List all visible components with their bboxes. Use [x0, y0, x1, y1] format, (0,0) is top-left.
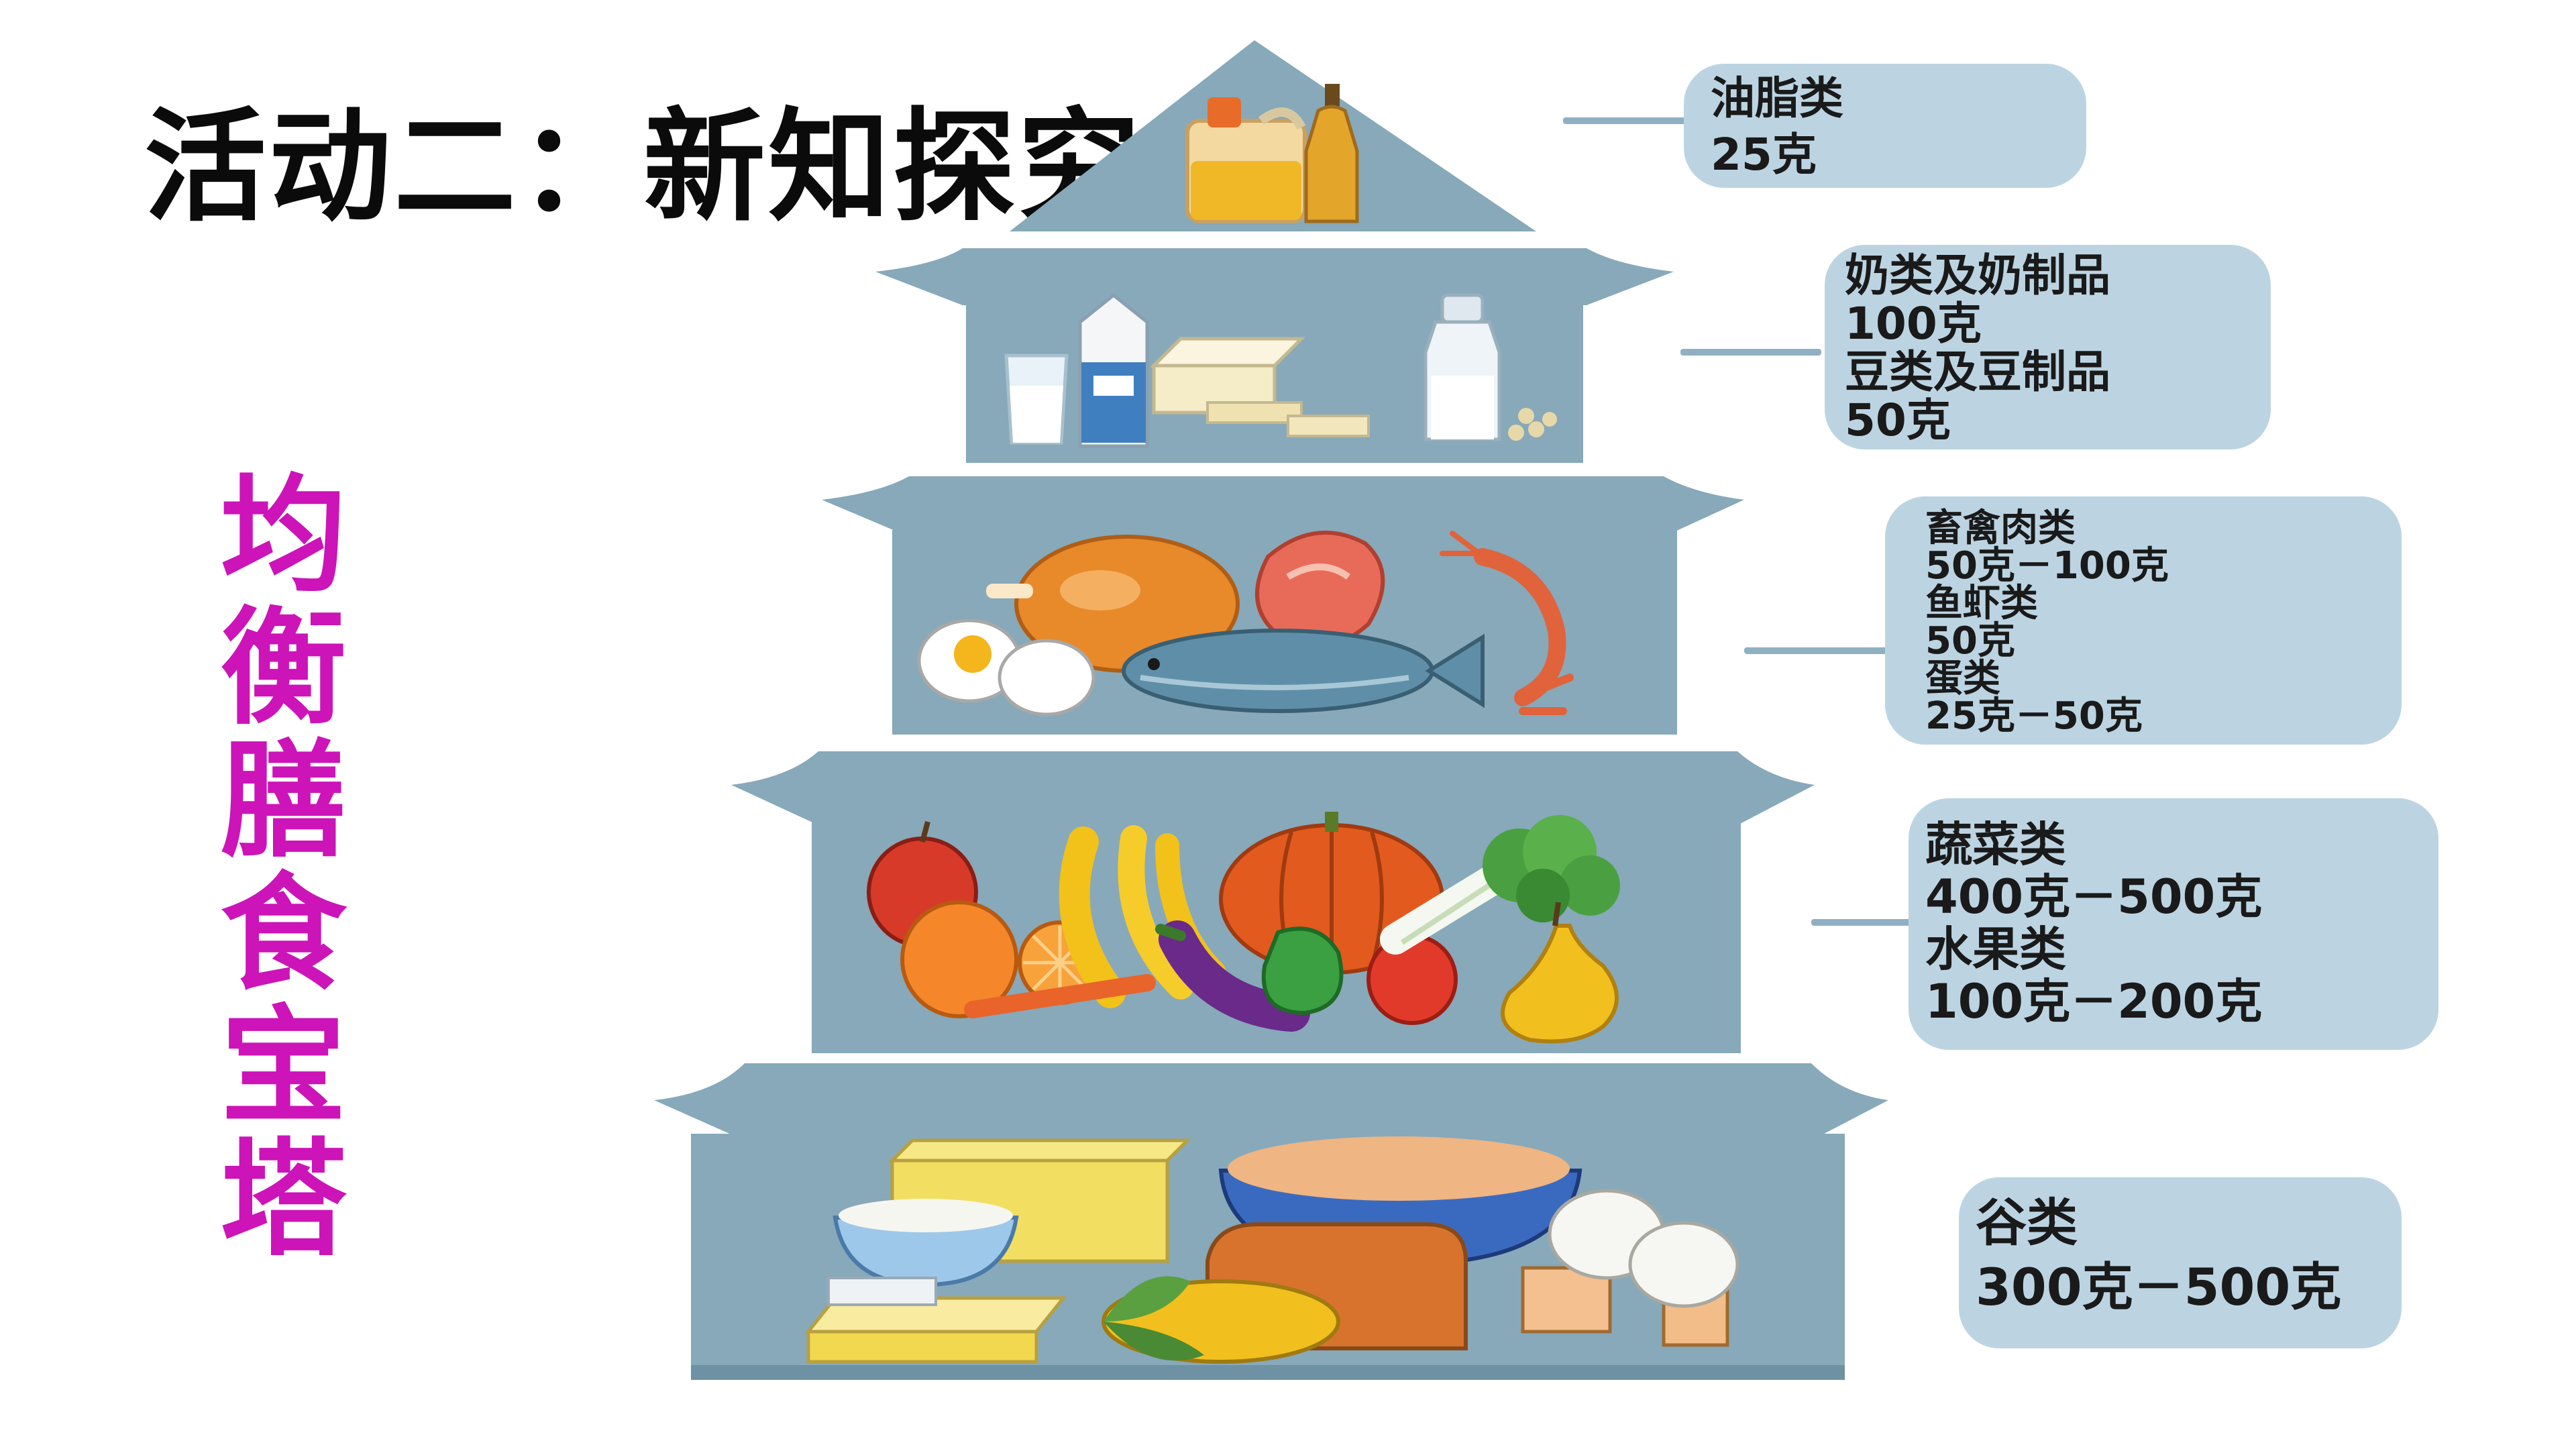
- fish-icon: [1122, 629, 1485, 713]
- label-line: 25克－50克: [1925, 694, 2143, 738]
- carrot-icon: [964, 974, 1156, 1018]
- tier-1-floor: [691, 1365, 1845, 1380]
- leader-line-meat: [1744, 647, 1888, 654]
- pear-icon: [1501, 902, 1619, 1044]
- label-line: 100克: [1845, 298, 1982, 350]
- side-title-char: 塔: [220, 1126, 347, 1273]
- page-title: 活动二：新知探究: [144, 96, 1142, 238]
- jerrycan-icon: [1185, 97, 1307, 223]
- label-veg-fruit: 蔬菜类 400克－500克 水果类 100克－200克: [1909, 798, 2438, 1050]
- tier-2-vegetables-fruit: [731, 751, 1815, 1053]
- label-line: 50克: [1925, 619, 2015, 663]
- steamed-bun-icon: [1548, 1189, 1739, 1308]
- label-line: 50克: [1845, 394, 1951, 446]
- milk-bottle-icon: [1424, 293, 1501, 441]
- label-line: 蔬菜类: [1925, 817, 2066, 872]
- tier-4-roof: [875, 248, 1674, 305]
- label-line: 油脂类: [1711, 72, 1843, 124]
- side-title-char: 宝: [220, 994, 347, 1140]
- leader-line-oils: [1563, 117, 1690, 124]
- egg-icon: [917, 619, 1095, 716]
- label-line: 400克－500克: [1925, 869, 2263, 924]
- broccoli-icon: [1483, 815, 1620, 922]
- milk-carton-icon: [1078, 292, 1149, 448]
- pepper-icon: [1261, 926, 1344, 1016]
- corn-icon: [1102, 1276, 1340, 1364]
- label-line: 畜禽肉类: [1925, 506, 2076, 550]
- tier-3-roof: [822, 476, 1744, 537]
- label-line: 300克－500克: [1976, 1257, 2342, 1317]
- shrimp-icon: [1440, 531, 1574, 715]
- tier-1-roof: [654, 1063, 1888, 1140]
- tofu-icon: [1149, 337, 1370, 437]
- label-line: 豆类及豆制品: [1845, 346, 2110, 398]
- label-oils: 油脂类 25克: [1684, 64, 2086, 188]
- label-line: 50克－100克: [1925, 544, 2169, 588]
- side-title-char: 均: [220, 462, 347, 609]
- label-line: 25克: [1711, 129, 1817, 180]
- tier-5-oils: [1010, 40, 1536, 231]
- label-line: 奶类及奶制品: [1845, 250, 2110, 301]
- leader-line-veg: [1811, 919, 1915, 926]
- butter-icon: [804, 1277, 1067, 1364]
- milk-glass-icon: [1004, 354, 1069, 445]
- soybeans-icon: [1508, 408, 1557, 441]
- tier-3-meat-fish-egg: [822, 476, 1744, 735]
- steak-icon: [1255, 531, 1385, 649]
- label-dairy-soy: 奶类及奶制品 100克 豆类及豆制品 50克: [1825, 245, 2271, 449]
- eggplant-icon: [1155, 920, 1310, 1032]
- tier-2-roof: [731, 751, 1815, 825]
- label-line: 蛋类: [1925, 657, 2000, 700]
- leader-line-dairy: [1680, 349, 1821, 356]
- side-title-char: 膳: [220, 728, 347, 875]
- side-title-char: 食: [220, 861, 347, 1008]
- side-title-char: 衡: [220, 595, 347, 742]
- label-line: 水果类: [1925, 922, 2066, 977]
- side-title-vertical: 均 衡 膳 食 宝 塔: [215, 470, 352, 1267]
- tomato-icon: [1366, 934, 1458, 1025]
- tier-4-dairy-soy: [875, 248, 1674, 463]
- oil-bottle-icon: [1304, 84, 1359, 223]
- label-grains: 谷类 300克－500克: [1959, 1177, 2402, 1348]
- label-meat-fish-egg: 畜禽肉类 50克－100克 鱼虾类 50克 蛋类 25克－50克: [1885, 496, 2402, 745]
- label-line: 谷类: [1976, 1193, 2078, 1252]
- label-line: 100克－200克: [1925, 974, 2263, 1029]
- tier-1-grains: [654, 1063, 1888, 1380]
- label-line: 鱼虾类: [1925, 582, 2038, 625]
